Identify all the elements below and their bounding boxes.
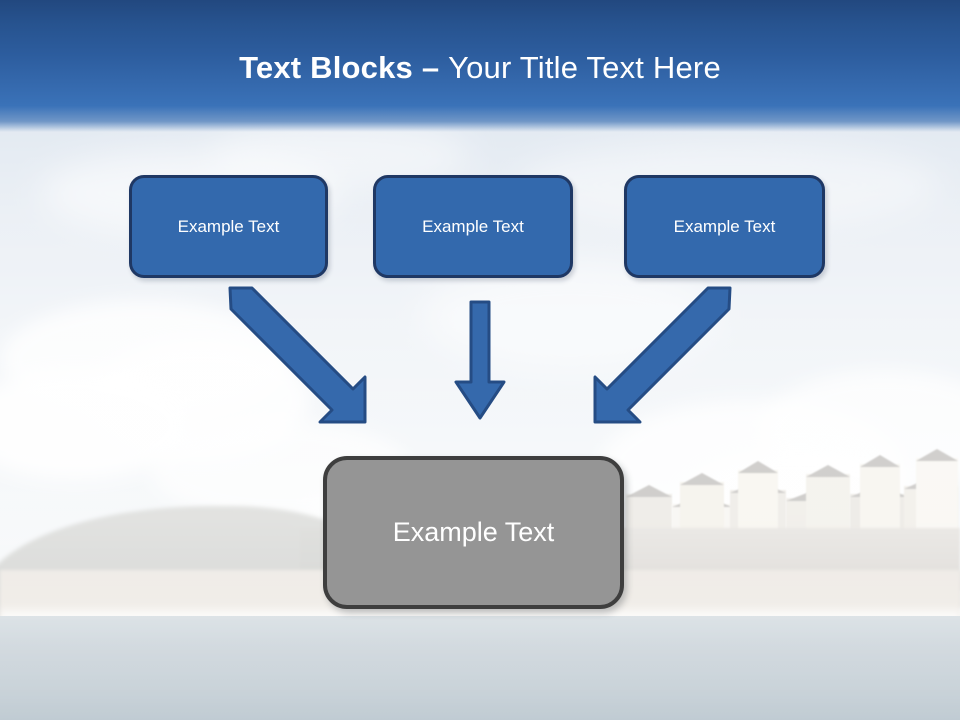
title-band: Text Blocks – Your Title Text Here — [0, 0, 960, 132]
arrow-left-diagonal — [228, 286, 367, 424]
page-title: Text Blocks – Your Title Text Here — [0, 50, 960, 86]
text-block-3[interactable]: Example Text — [624, 175, 825, 278]
text-block-2-label: Example Text — [422, 216, 524, 236]
page-title-light: Your Title Text Here — [448, 50, 721, 85]
result-block-label: Example Text — [392, 517, 555, 547]
page-title-separator: – — [421, 50, 449, 85]
text-block-1[interactable]: Example Text — [129, 175, 328, 278]
result-block[interactable]: Example Text — [323, 456, 624, 609]
text-block-1-label: Example Text — [177, 216, 280, 236]
arrow-center-vertical — [454, 300, 506, 420]
arrow-right-diagonal — [593, 286, 732, 424]
page-title-bold: Text Blocks — [239, 50, 422, 85]
text-block-3-label: Example Text — [673, 216, 776, 236]
text-block-2[interactable]: Example Text — [373, 175, 573, 278]
